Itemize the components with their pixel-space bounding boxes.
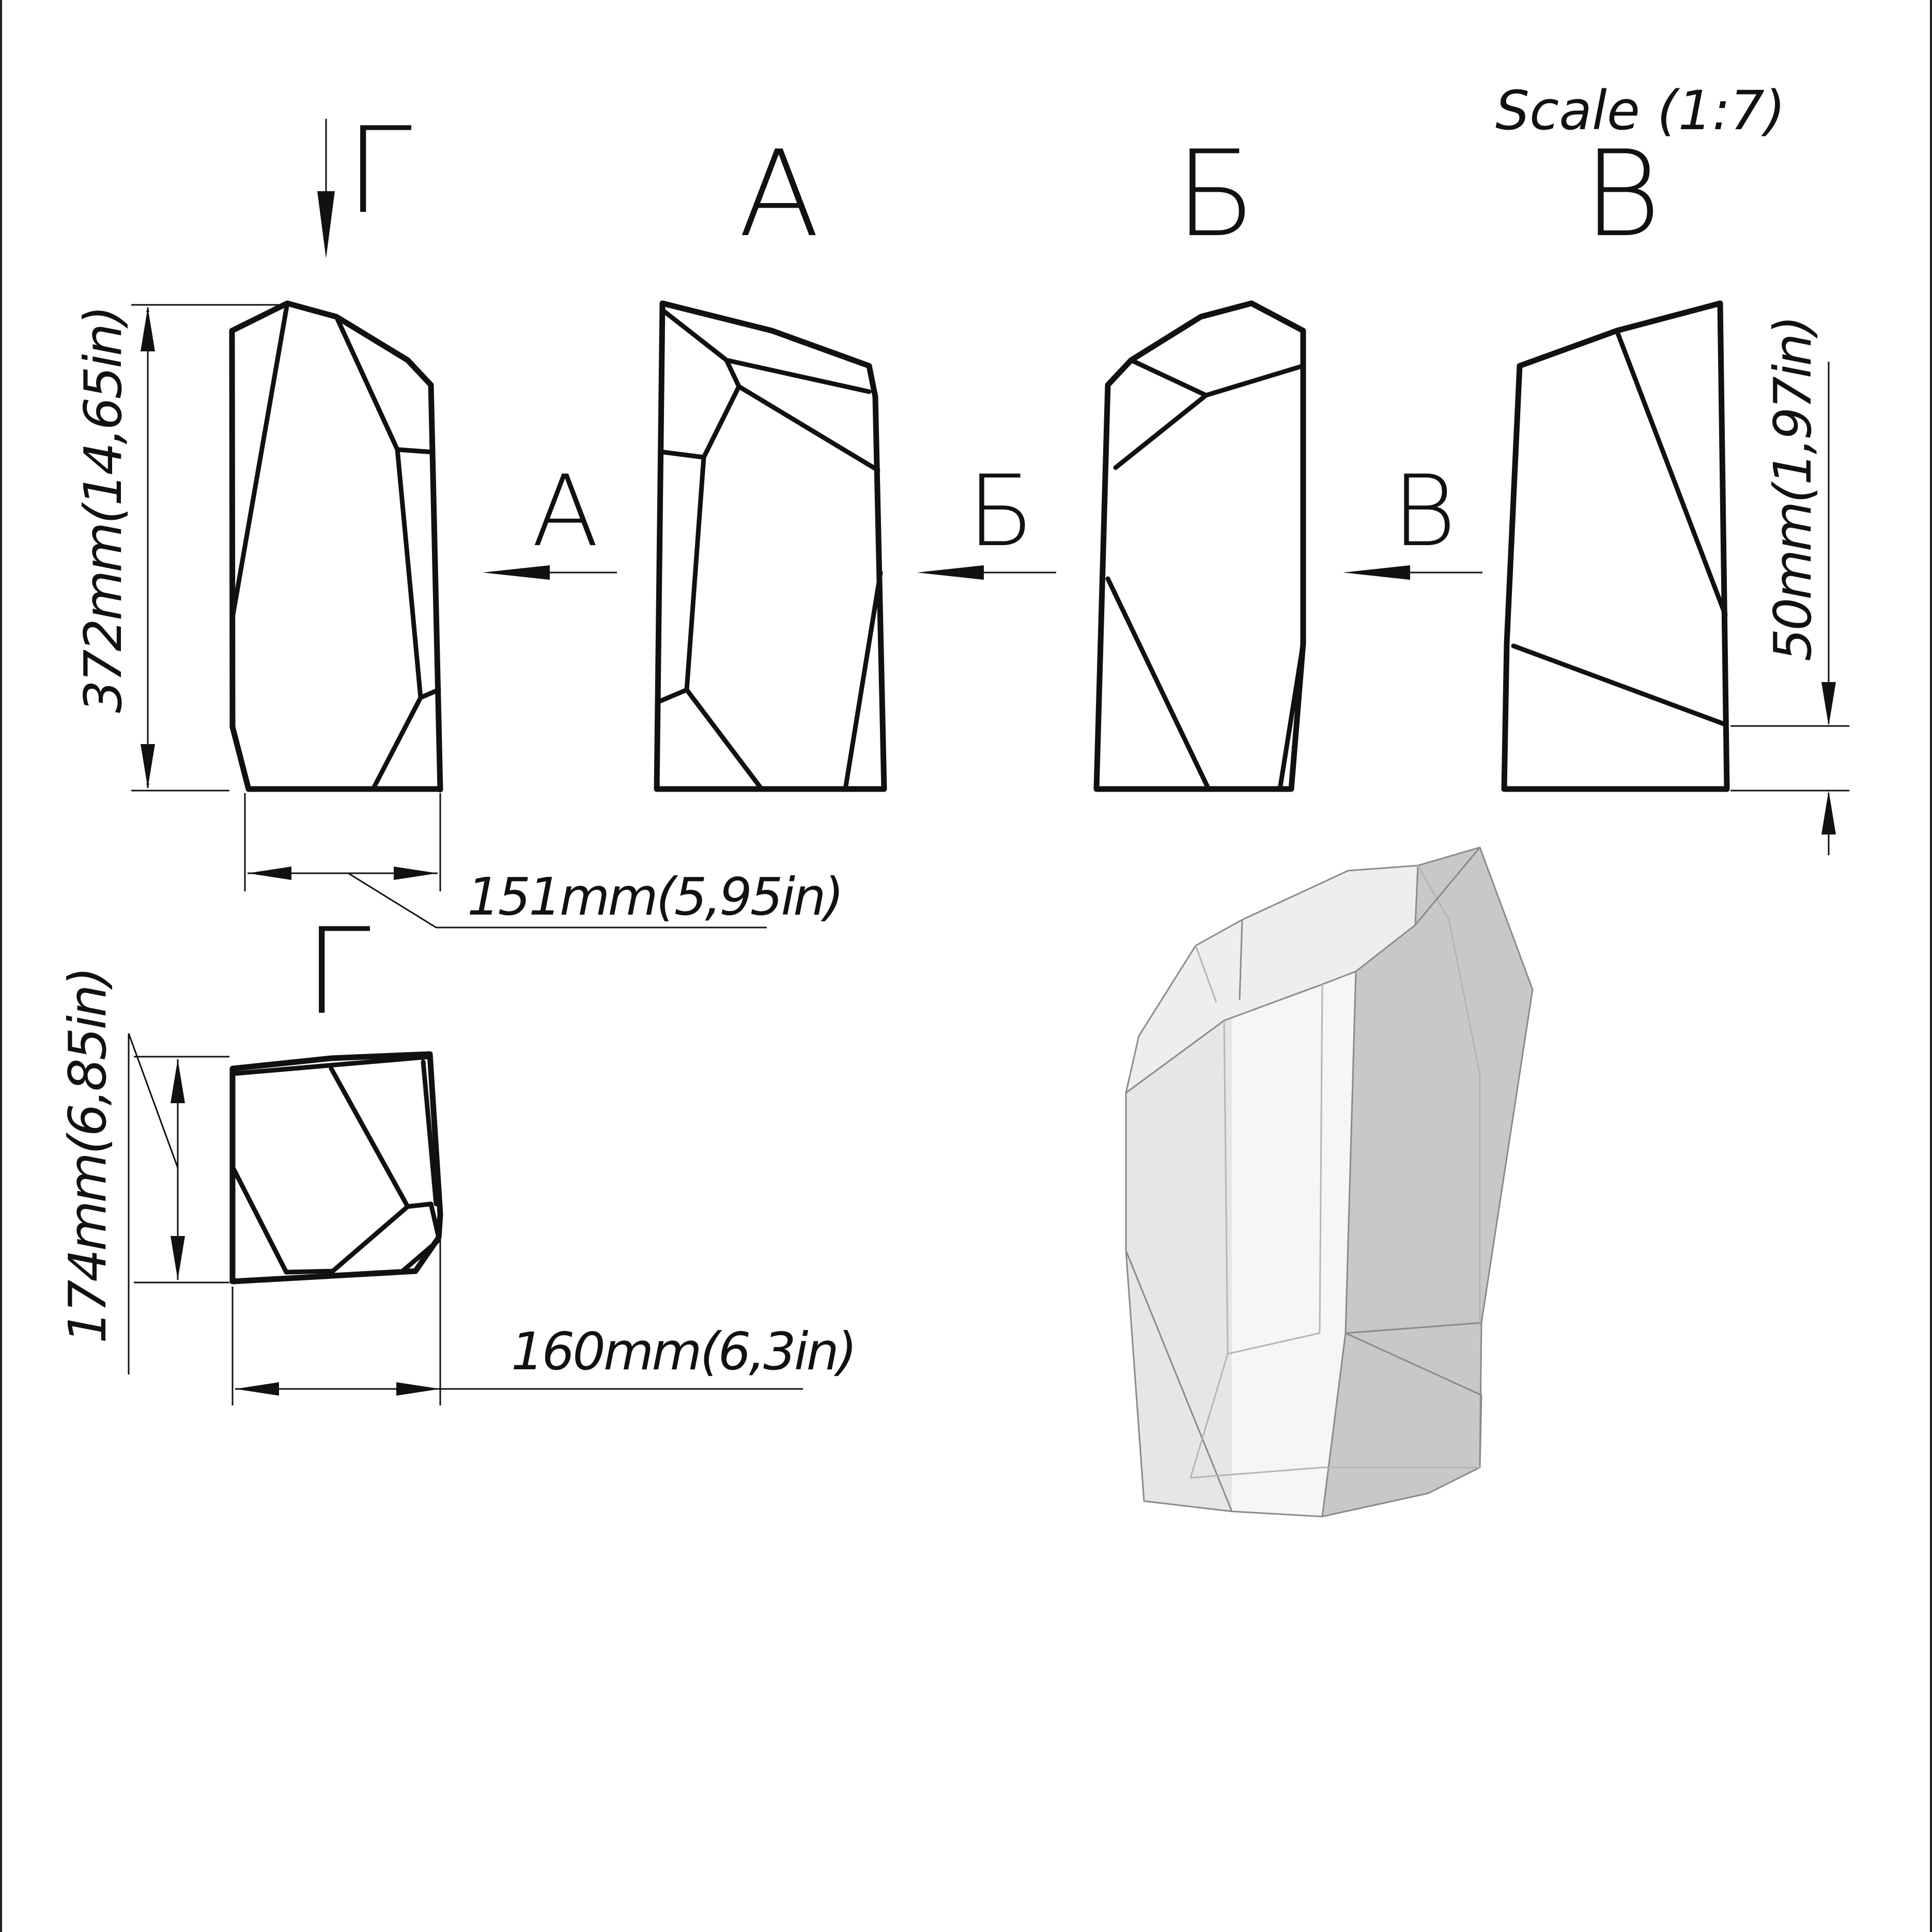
view-v-arrow-label: В xyxy=(1392,454,1456,568)
view-a-arrow-label: А xyxy=(532,454,599,568)
base-offset-dimension: 50mm(1,97in) xyxy=(1763,317,1823,661)
view-v: В 50mm(1,97in) xyxy=(1501,126,1849,855)
view-g-direction-arrow: Г xyxy=(317,102,412,258)
view-a-direction-arrow: А xyxy=(483,454,617,580)
view-b-title: Б xyxy=(1175,126,1257,264)
view-g-title: Г xyxy=(304,903,370,1041)
view-a-title: А xyxy=(738,126,820,264)
view-v-direction-arrow: В xyxy=(1343,454,1482,580)
view-front-left: 372mm(14,65in) 151mm(5,95in) xyxy=(73,300,844,929)
view-b-arrow-label: Б xyxy=(967,454,1034,568)
view-a: А xyxy=(654,126,887,792)
top-depth-dimension: 174mm(6,85in) xyxy=(57,968,118,1343)
view-b: Б xyxy=(1093,126,1306,792)
view-b-direction-arrow: Б xyxy=(917,454,1056,580)
isometric-view xyxy=(1125,846,1534,1518)
view-g-arrow-label: Г xyxy=(346,102,412,240)
top-width-dimension: 160mm(6,3in) xyxy=(511,1321,855,1382)
scale-label: Scale (1:7) xyxy=(1495,79,1785,142)
view-v-title: В xyxy=(1583,126,1661,264)
height-dimension: 372mm(14,65in) xyxy=(73,307,133,713)
width-dimension: 151mm(5,95in) xyxy=(467,867,842,927)
view-g-top: Г 174mm(6,85in) 160mm(6,3in) xyxy=(57,903,857,1405)
